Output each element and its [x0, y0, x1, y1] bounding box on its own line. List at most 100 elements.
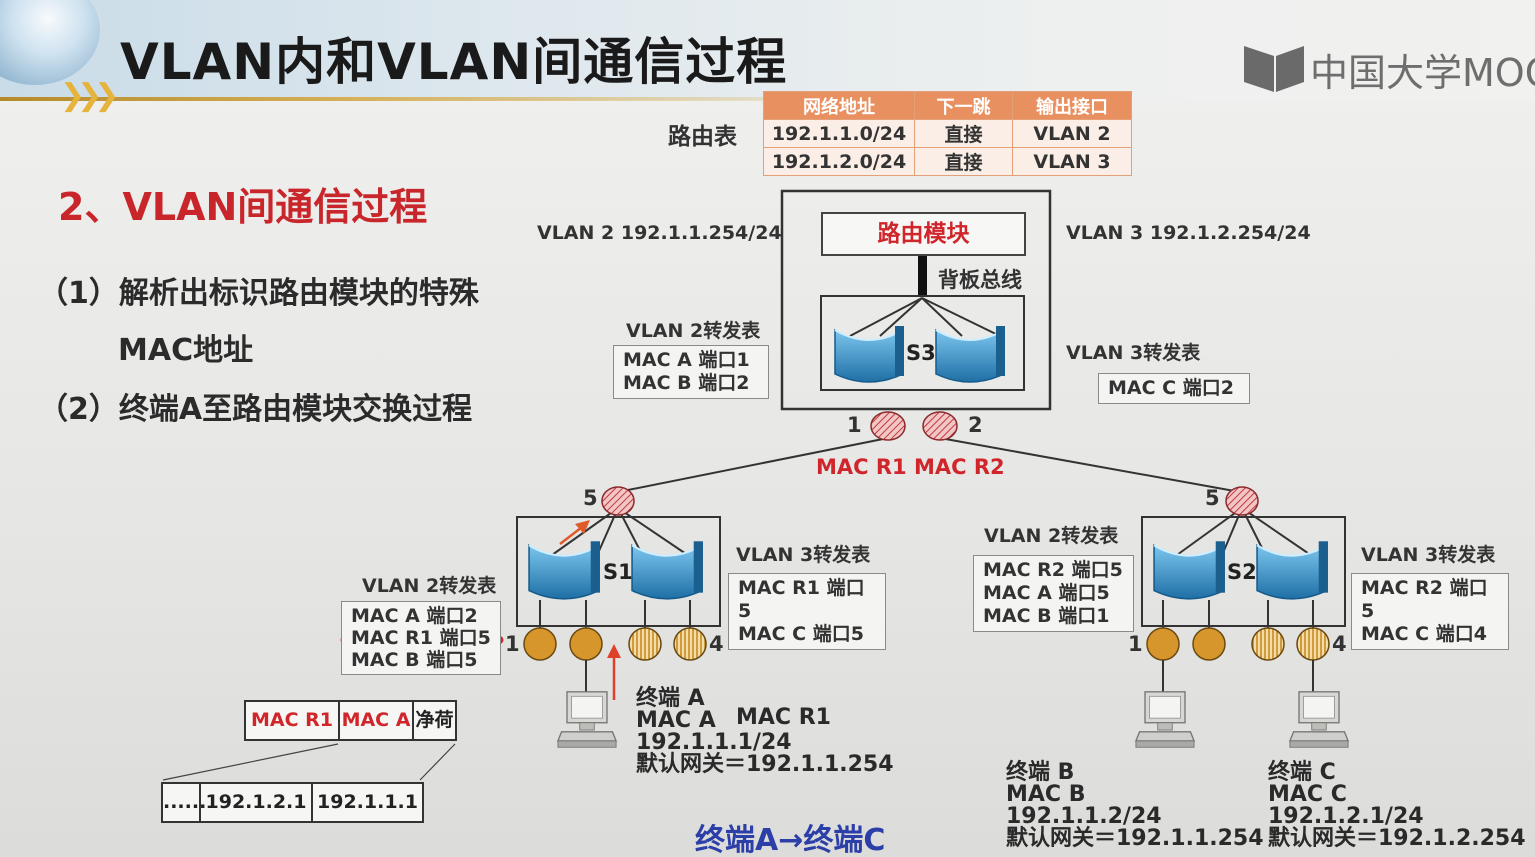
terminal-a-computer-icon: [557, 691, 617, 749]
step-1-line-2: MAC地址: [118, 333, 254, 368]
terminal-a-ip: 192.1.1.1/24: [636, 730, 792, 755]
s2-port-2: [1192, 627, 1226, 661]
s1-name: S1: [603, 560, 633, 584]
terminal-a-dest-mac: MAC R1: [736, 705, 831, 730]
terminal-b-mac: MAC B: [1006, 782, 1086, 807]
terminal-b-ip: 192.1.1.2/24: [1006, 804, 1162, 829]
terminal-a-gateway: 默认网关＝192.1.1.254: [636, 752, 894, 777]
section-title: 2、VLAN间通信过程: [58, 185, 428, 229]
terminal-c-gateway: 默认网关＝192.1.2.254: [1268, 826, 1526, 851]
frame-payload: 净荷: [415, 709, 454, 731]
s2-port-4: [1296, 627, 1330, 661]
s2-port-1: [1146, 627, 1180, 661]
fwd-entry: MAC C 端口2: [1108, 377, 1234, 399]
s3-name: S3: [906, 341, 936, 365]
routing-table-label: 路由表: [668, 124, 737, 150]
s1-port-1: [523, 627, 557, 661]
ip-packet: ...... 192.1.2.1 192.1.1.1: [161, 782, 424, 823]
s1-vlan2-table-title: VLAN 2转发表: [362, 575, 497, 597]
terminal-a-name: 终端 A: [636, 686, 705, 711]
s1-switch-left-icon: [528, 540, 601, 600]
s2-vlan3-table: MAC R2 端口5 MAC C 端口4: [1351, 573, 1509, 650]
packet-src-ip: 192.1.1.1: [317, 791, 418, 813]
frame-dst-mac: MAC R1: [250, 709, 334, 731]
routing-table-header: 下一跳: [914, 91, 1013, 120]
s1-port-first-label: 1: [505, 632, 520, 656]
fwd-entry: MAC C 端口5: [738, 623, 864, 645]
backplane-bus: [918, 253, 927, 295]
s2-uplink-port-label: 5: [1205, 486, 1220, 510]
s1-vlan3-table-title: VLAN 3转发表: [736, 544, 871, 566]
s2-vlan3-table-title: VLAN 3转发表: [1361, 544, 1496, 566]
s3-switch-box: [820, 295, 1025, 391]
s3-port-1-label: 1: [847, 413, 862, 437]
s1-port-5: [601, 486, 635, 516]
terminal-a-mac: MAC A: [636, 708, 716, 733]
s3-vlan3-interface: VLAN 3 192.1.2.254/24: [1066, 222, 1311, 244]
s1-port-3: [628, 627, 662, 661]
backplane-label: 背板总线: [938, 268, 1022, 292]
routing-cell: 直接: [914, 119, 1013, 148]
s3-port-1: [870, 411, 906, 441]
title-underline: [0, 97, 900, 101]
terminal-c-mac: MAC C: [1268, 782, 1347, 807]
s3-vlan3-table-title: VLAN 3转发表: [1066, 342, 1201, 364]
fwd-entry: MAC A 端口5: [983, 582, 1110, 604]
s3-vlan2-table: MAC A 端口1 MAC B 端口2: [613, 345, 769, 399]
s3-vlan2-table-title: VLAN 2转发表: [626, 320, 761, 342]
s2-port-3: [1251, 627, 1285, 661]
s2-switch-right-icon: [1256, 540, 1329, 600]
fwd-entry: MAC B 端口5: [351, 649, 478, 671]
s2-switch-box: [1141, 516, 1346, 627]
s1-vlan3-table: MAC R1 端口5 MAC C 端口5: [728, 573, 886, 650]
fwd-entry: MAC A 端口1: [623, 349, 750, 371]
s3-switch-left-icon: [833, 324, 906, 384]
s2-vlan2-table-title: VLAN 2转发表: [984, 525, 1119, 547]
routing-table-header: 输出接口: [1012, 91, 1132, 120]
s1-port-4: [673, 627, 707, 661]
fwd-entry: MAC A 端口2: [351, 605, 478, 627]
routing-table: 网络地址 下一跳 输出接口 192.1.1.0/24 直接 VLAN 2 192…: [763, 91, 1132, 176]
packet-dst-ip: 192.1.2.1: [205, 791, 307, 813]
routing-cell: 192.1.1.0/24: [763, 119, 915, 148]
s2-port-5: [1225, 486, 1259, 516]
brand-name: 中国大学MOOC: [1310, 51, 1535, 95]
fwd-entry: MAC R2 端口5: [983, 559, 1123, 581]
s1-port-last-label: 4: [709, 632, 724, 656]
routing-table-row: 192.1.2.0/24 直接 VLAN 3: [763, 147, 1132, 176]
terminal-b-name: 终端 B: [1006, 760, 1075, 785]
routing-table-row: 192.1.1.0/24 直接 VLAN 2: [763, 119, 1132, 148]
trunk-s3-s2: [939, 437, 1241, 493]
routing-table-header: 网络地址: [763, 91, 915, 120]
step-2: （2）终端A至路由模块交换过程: [38, 392, 473, 427]
s3-port-2-label: 2: [968, 413, 983, 437]
s3-vlan2-interface: VLAN 2 192.1.1.254/24: [537, 222, 782, 244]
fwd-entry: MAC R1 端口5: [351, 627, 491, 649]
router-module: 路由模块: [821, 212, 1026, 256]
routing-cell: 直接: [914, 147, 1013, 176]
s2-name: S2: [1227, 560, 1257, 584]
terminal-c-name: 终端 C: [1268, 760, 1336, 785]
routing-cell: VLAN 3: [1012, 147, 1132, 176]
mac-frame: MAC R1 MAC A 净荷: [244, 700, 457, 741]
mooc-logo-icon: [1244, 46, 1304, 92]
s2-port-last-label: 4: [1332, 632, 1347, 656]
trunk-s3-s1: [617, 437, 889, 493]
fwd-entry: MAC R1 端口5: [738, 577, 865, 622]
packet-ellipsis: ......: [163, 791, 207, 813]
slide-title: VLAN内和VLAN间通信过程: [120, 33, 788, 91]
s1-switch-right-icon: [631, 540, 704, 600]
s3-port-2: [922, 411, 958, 441]
s2-switch-left-icon: [1153, 540, 1226, 600]
s3-vlan3-table: MAC C 端口2: [1098, 373, 1250, 404]
s1-uplink-port-label: 5: [583, 486, 598, 510]
flow-caption: 终端A→终端C: [695, 823, 886, 857]
terminal-b-gateway: 默认网关＝192.1.1.254: [1006, 826, 1264, 851]
terminal-c-ip: 192.1.2.1/24: [1268, 804, 1424, 829]
routing-cell: VLAN 2: [1012, 119, 1132, 148]
s3-chassis: [780, 189, 1052, 411]
router-mac-addresses: MAC R1 MAC R2: [816, 455, 1005, 479]
terminal-b-computer-icon: [1135, 691, 1195, 749]
